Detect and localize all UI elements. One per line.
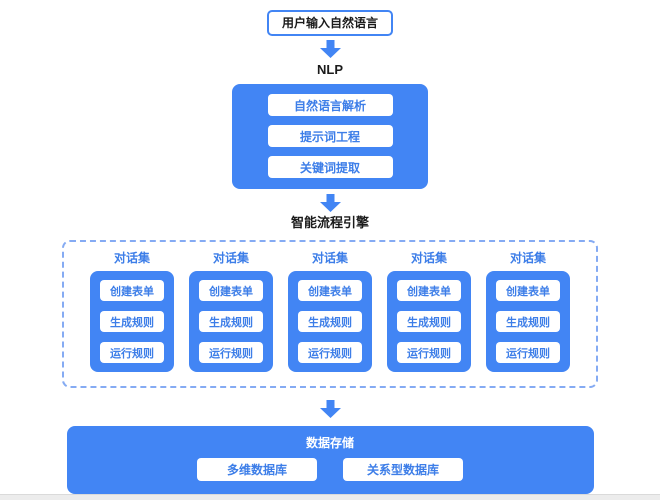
nlp-step-label: 提示词工程 (299, 129, 360, 144)
data-storage-group: 数据存储 多维数据库 关系型数据库 (66, 426, 594, 494)
dialog-step-label: 运行规则 (209, 347, 253, 360)
dialog-set-column: 对话集 创建表单 生成规则 运行规则 (288, 252, 372, 372)
nlp-step: 提示词工程 (267, 125, 393, 147)
dialog-step-label: 生成规则 (407, 316, 451, 329)
dialog-set-label: 对话集 (509, 251, 546, 265)
dialog-step-label: 生成规则 (209, 316, 253, 329)
arrow-down-icon (319, 194, 341, 212)
dialog-set-column: 对话集 创建表单 生成规则 运行规则 (387, 252, 471, 372)
nlp-step: 自然语言解析 (267, 94, 393, 116)
dialog-set-column: 对话集 创建表单 生成规则 运行规则 (90, 252, 174, 372)
dialog-step: 运行规则 (298, 342, 362, 363)
dialog-step: 运行规则 (199, 342, 263, 363)
database-label: 多维数据库 (226, 463, 287, 477)
user-input-label: 用户输入自然语言 (281, 16, 378, 30)
dialog-step-label: 创建表单 (110, 285, 154, 298)
dialog-set-box: 创建表单 生成规则 运行规则 (288, 271, 372, 372)
arrow-down-icon (319, 40, 341, 58)
nlp-step-label: 关键词提取 (299, 160, 360, 175)
dialog-step-label: 创建表单 (308, 285, 352, 298)
dialog-step: 创建表单 (496, 280, 560, 301)
dialog-step: 生成规则 (100, 311, 164, 332)
dialog-step-label: 运行规则 (110, 347, 154, 360)
dialog-step: 运行规则 (100, 342, 164, 363)
dialog-set-column: 对话集 创建表单 生成规则 运行规则 (486, 252, 570, 372)
dialog-step: 生成规则 (496, 311, 560, 332)
nlp-process-group: 自然语言解析 提示词工程 关键词提取 (232, 84, 428, 189)
database-label: 关系型数据库 (366, 463, 439, 477)
dialog-step: 创建表单 (298, 280, 362, 301)
dialog-step-label: 运行规则 (308, 347, 352, 360)
database-row: 多维数据库 关系型数据库 (197, 458, 463, 481)
database-node: 多维数据库 (197, 458, 317, 481)
data-storage-title: 数据存储 (305, 436, 354, 450)
user-input-node: 用户输入自然语言 (266, 10, 393, 36)
dialog-step: 生成规则 (199, 311, 263, 332)
dialog-step-label: 生成规则 (308, 316, 352, 329)
dialog-step-label: 创建表单 (506, 285, 550, 298)
dialog-set-box: 创建表单 生成规则 运行规则 (90, 271, 174, 372)
dialog-step: 创建表单 (100, 280, 164, 301)
dialog-step: 创建表单 (199, 280, 263, 301)
dialog-step: 运行规则 (397, 342, 461, 363)
nlp-step-label: 自然语言解析 (293, 98, 366, 113)
engine-group: 对话集 创建表单 生成规则 运行规则 对话集 创建表单 生成规则 运行规则 对话… (62, 240, 598, 388)
dialog-step: 创建表单 (397, 280, 461, 301)
dialog-set-label: 对话集 (212, 251, 249, 265)
dialog-step: 运行规则 (496, 342, 560, 363)
dialog-set-label: 对话集 (113, 251, 150, 265)
dialog-set-box: 创建表单 生成规则 运行规则 (486, 271, 570, 372)
dialog-step-label: 创建表单 (407, 285, 451, 298)
bottom-edge-strip (0, 494, 660, 500)
nlp-stage-label: NLP (317, 62, 343, 77)
dialog-step-label: 生成规则 (506, 316, 550, 329)
dialog-step-label: 运行规则 (407, 347, 451, 360)
dialog-step: 生成规则 (298, 311, 362, 332)
arrow-down-icon (319, 400, 341, 418)
engine-stage-label: 智能流程引擎 (290, 215, 369, 230)
dialog-step-label: 生成规则 (110, 316, 154, 329)
dialog-set-column: 对话集 创建表单 生成规则 运行规则 (189, 252, 273, 372)
dialog-set-label: 对话集 (410, 251, 447, 265)
dialog-step-label: 创建表单 (209, 285, 253, 298)
dialog-set-box: 创建表单 生成规则 运行规则 (189, 271, 273, 372)
dialog-step-label: 运行规则 (506, 347, 550, 360)
nlp-step: 关键词提取 (267, 156, 393, 178)
database-node: 关系型数据库 (343, 458, 463, 481)
dialog-step: 生成规则 (397, 311, 461, 332)
dialog-set-label: 对话集 (311, 251, 348, 265)
dialog-set-box: 创建表单 生成规则 运行规则 (387, 271, 471, 372)
